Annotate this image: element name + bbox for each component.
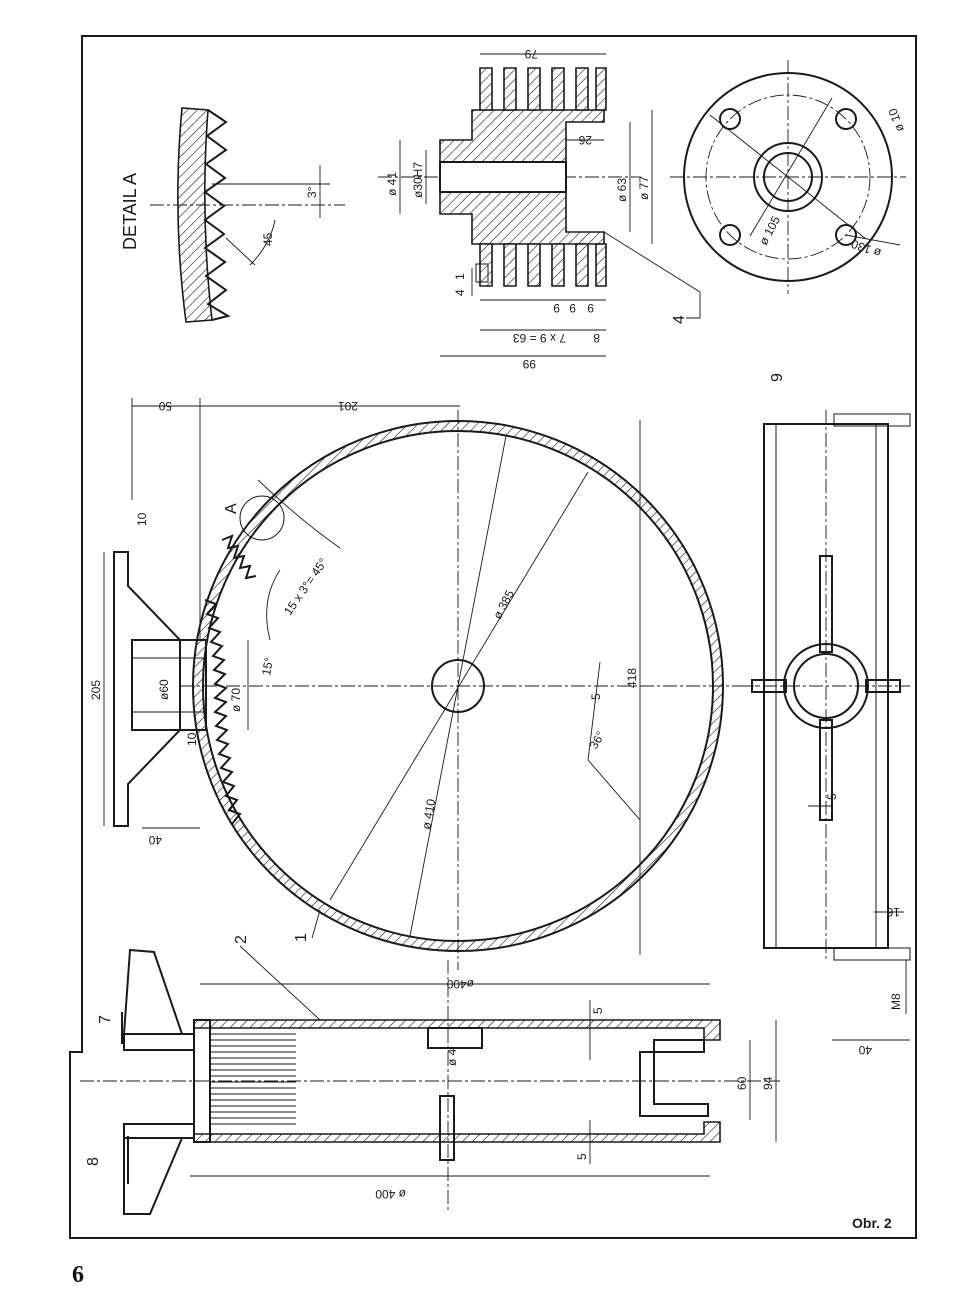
side-screw-bottom — [833, 947, 911, 961]
flange-d-10: ø 10 — [885, 106, 906, 134]
part-ref-9: 9 — [769, 373, 786, 382]
detail-a-title: DETAIL A — [120, 173, 140, 250]
wheel-d-385: ø 385 — [490, 587, 517, 621]
gear-len-79: 79 — [524, 47, 538, 61]
part-ref-2: 2 — [233, 935, 250, 944]
section-clip — [639, 1039, 709, 1117]
gear-d-41: ø 41 — [385, 172, 399, 196]
wheel-d-60: ø60 — [157, 679, 171, 700]
main-wheel: ø 410 ø 385 ø 70 ø60 15 x 3°= 45° 15° 36… — [89, 398, 760, 970]
section-h-60: 60 — [735, 1076, 749, 1090]
gear-fins-lower — [479, 243, 607, 287]
section-w-5-top: 5 — [591, 1007, 605, 1014]
wheel-w-10b: 10 — [185, 732, 199, 746]
gear-w-9a: 9 — [553, 301, 560, 315]
gear-section: 79 26 ø 41 ø30H7 ø 63 ø 77 99 7 x 9 = 63… — [378, 47, 701, 371]
part-ref-1: 1 — [293, 933, 310, 942]
section-coil — [210, 1033, 296, 1125]
gear-fins-upper — [479, 67, 607, 111]
wheel-teeth-label: 15 x 3°= 45° — [281, 555, 330, 617]
flange-hole — [835, 224, 857, 246]
detail-a-angle-3: 3° — [305, 186, 319, 198]
section-lower-plate — [193, 1121, 721, 1143]
section-w-5-bot: 5 — [575, 1153, 589, 1160]
gear-pitch: 7 x 9 = 63 — [513, 331, 566, 345]
side-rib-5: 5 — [825, 793, 839, 800]
gear-w-1: 1 — [453, 273, 467, 280]
wheel-width-201: 201 — [338, 399, 358, 413]
wheel-w-10a: 10 — [135, 512, 149, 526]
detail-a-marker — [239, 495, 285, 541]
gear-d-77: ø 77 — [637, 176, 651, 200]
wheel-height-418: 418 — [625, 668, 639, 688]
detail-a-rim — [177, 107, 213, 323]
part-ref-7: 7 — [97, 1015, 114, 1024]
wheel-rib-5: 5 — [589, 693, 603, 700]
part-ref-8: 8 — [85, 1157, 102, 1166]
flange-hole — [719, 224, 741, 246]
section-d-400-bot: ø 400 — [375, 1187, 406, 1201]
page-number: 6 — [72, 1262, 84, 1288]
drawing-frame — [69, 35, 917, 1239]
gear-w-9b: 9 — [569, 301, 576, 315]
wheel-d-70: ø 70 — [229, 688, 243, 712]
section-upper-plate — [193, 1019, 721, 1041]
gear-len-99: 99 — [522, 357, 536, 371]
section-h-94: 94 — [761, 1076, 775, 1090]
flange-hole — [835, 108, 857, 130]
wheel-d-410: ø 410 — [419, 798, 438, 831]
wheel-w-40: 40 — [148, 833, 162, 847]
section-shaft-d: ø 4 — [445, 1048, 459, 1066]
side-w-16: 16 — [886, 905, 900, 919]
wheel-detail-marker: A — [223, 503, 240, 514]
gear-w-4: 4 — [453, 289, 467, 296]
part-ref-4: 4 — [671, 315, 688, 324]
side-w-40: 40 — [858, 1043, 872, 1057]
section-d-400-top: ø400 — [446, 977, 474, 991]
flange-view: ø 10 ø 105 ø 130 — [670, 60, 907, 294]
gear-hub-lower — [439, 191, 605, 245]
gear-w-9c: 9 — [587, 301, 594, 315]
side-m8: M8 — [889, 993, 903, 1010]
gear-w-8: 8 — [593, 331, 600, 345]
gear-w-26: 26 — [578, 133, 592, 147]
gear-d-63: ø 63 — [615, 178, 629, 202]
wheel-width-50: 50 — [158, 399, 172, 413]
gear-d-30: ø30H7 — [411, 162, 425, 198]
detail-a-angle-45: 45 — [261, 232, 275, 246]
figure-caption: Obr. 2 — [852, 1215, 892, 1231]
section-hub-left — [123, 1033, 195, 1139]
wheel-teeth — [204, 599, 242, 825]
wheel-len-205: 205 — [89, 680, 103, 700]
detail-a: DETAIL A 3° 45 — [120, 107, 345, 323]
cross-section: ø400 ø 400 5 5 60 94 ø 4 2 7 8 — [80, 935, 780, 1215]
side-screw-top — [833, 413, 911, 427]
detail-a-teeth — [203, 109, 231, 321]
flange-hole — [719, 108, 741, 130]
wheel-angle-15: 15° — [259, 656, 276, 677]
section-fin-left — [122, 948, 184, 1215]
side-view: 16 M8 40 5 9 — [740, 373, 911, 1057]
